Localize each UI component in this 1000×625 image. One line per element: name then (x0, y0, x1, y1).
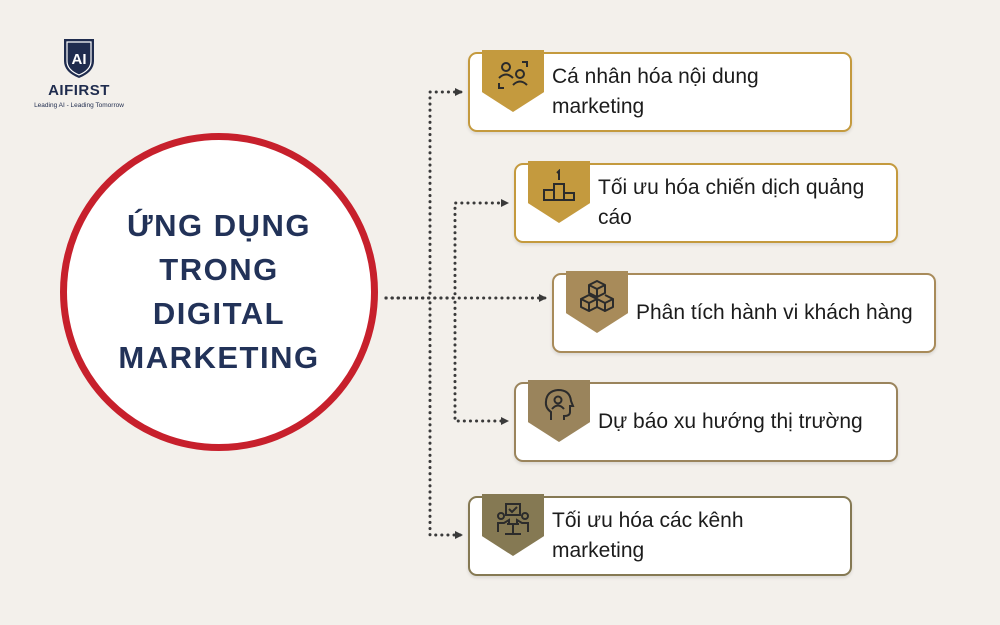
item-card-5: Tối ưu hóa các kênh marketing (468, 494, 852, 576)
item-label-2: Tối ưu hóa chiến dịch quảng cáo (598, 176, 865, 229)
item-card-2: Tối ưu hóa chiến dịch quảng cáo (514, 161, 898, 243)
item-label-1: Cá nhân hóa nội dung marketing (552, 65, 759, 118)
logo-shield-icon: AI (64, 39, 94, 78)
logo-name: AIFIRST (48, 82, 110, 99)
connector-4 (384, 296, 509, 425)
item-card-3: Phân tích hành vi khách hàng (552, 271, 936, 353)
logo-tagline: Leading AI - Leading Tomorrow (34, 102, 124, 109)
head-user-icon (528, 380, 590, 442)
item-card-1: Cá nhân hóa nội dung marketing (468, 50, 852, 132)
item-card-4: Dự báo xu hướng thị trường (514, 380, 898, 462)
user-swap-icon (482, 50, 544, 112)
center-circle: ỨNG DỤNG TRONG DIGITAL MARKETING (60, 133, 378, 451)
item-label-4: Dự báo xu hướng thị trường (598, 410, 863, 433)
connector-5 (384, 296, 463, 539)
connector-1 (384, 88, 463, 300)
item-label-5: Tối ưu hóa các kênh marketing (552, 509, 744, 562)
item-label-3: Phân tích hành vi khách hàng (636, 301, 913, 324)
team-check-icon (482, 494, 544, 556)
boxes-icon (566, 271, 628, 333)
center-title: ỨNG DỤNG TRONG DIGITAL MARKETING (118, 208, 320, 375)
logo: AI AIFIRST Leading AI - Leading Tomorrow (20, 36, 138, 109)
podium-icon (528, 161, 590, 223)
logo-mark-text: AI (72, 51, 87, 68)
connector-2 (384, 199, 509, 300)
